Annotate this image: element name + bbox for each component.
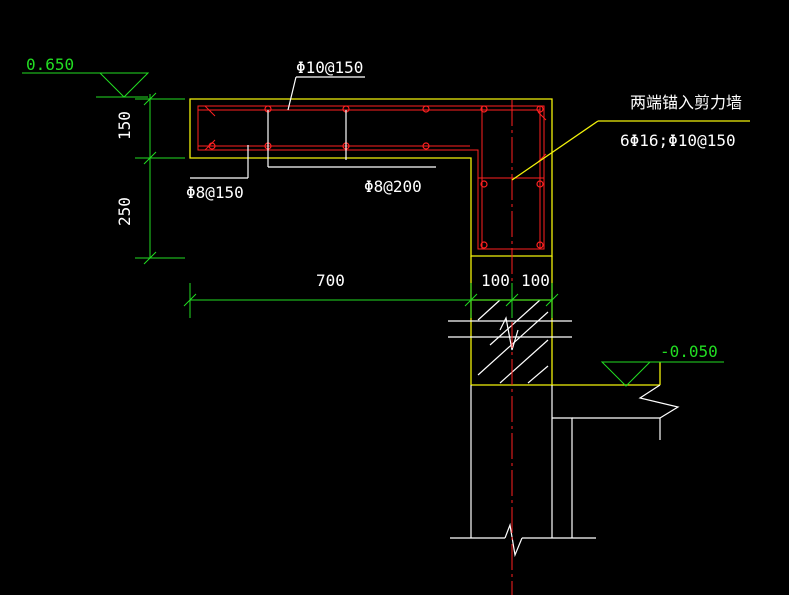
- dim-drop-height: 250: [115, 197, 134, 226]
- leader-lines: [190, 76, 436, 179]
- elevation-marker-top: [22, 72, 150, 98]
- elevation-top-label: 0.650: [26, 55, 74, 74]
- elevation-bottom-label: -0.050: [660, 342, 718, 361]
- dim-wall-half-right: 100: [521, 271, 550, 290]
- dimension-lines: [135, 92, 559, 318]
- dim-slab-thickness: 150: [115, 111, 134, 140]
- rebar-cage: [197, 105, 547, 250]
- distribution-bars-label: Φ8@200: [364, 177, 422, 196]
- lower-structure: [450, 316, 680, 558]
- concrete-outline: [189, 98, 661, 386]
- wall-hatch: [448, 299, 572, 384]
- top-bars-label: Φ10@150: [296, 58, 363, 77]
- break-symbol-bottom: [504, 522, 523, 558]
- column-bars-label: 6Φ16;Φ10@150: [620, 131, 736, 150]
- anchor-note-leader: [511, 120, 750, 181]
- anchor-note-label: 两端锚入剪力墙: [630, 93, 742, 112]
- elevation-marker-bottom: [600, 361, 724, 387]
- bottom-bars-label: Φ8@150: [186, 183, 244, 202]
- break-symbol-upper: [499, 316, 519, 351]
- dim-wall-half-left: 100: [481, 271, 510, 290]
- break-symbol-right: [638, 384, 680, 419]
- dim-overhang-length: 700: [316, 271, 345, 290]
